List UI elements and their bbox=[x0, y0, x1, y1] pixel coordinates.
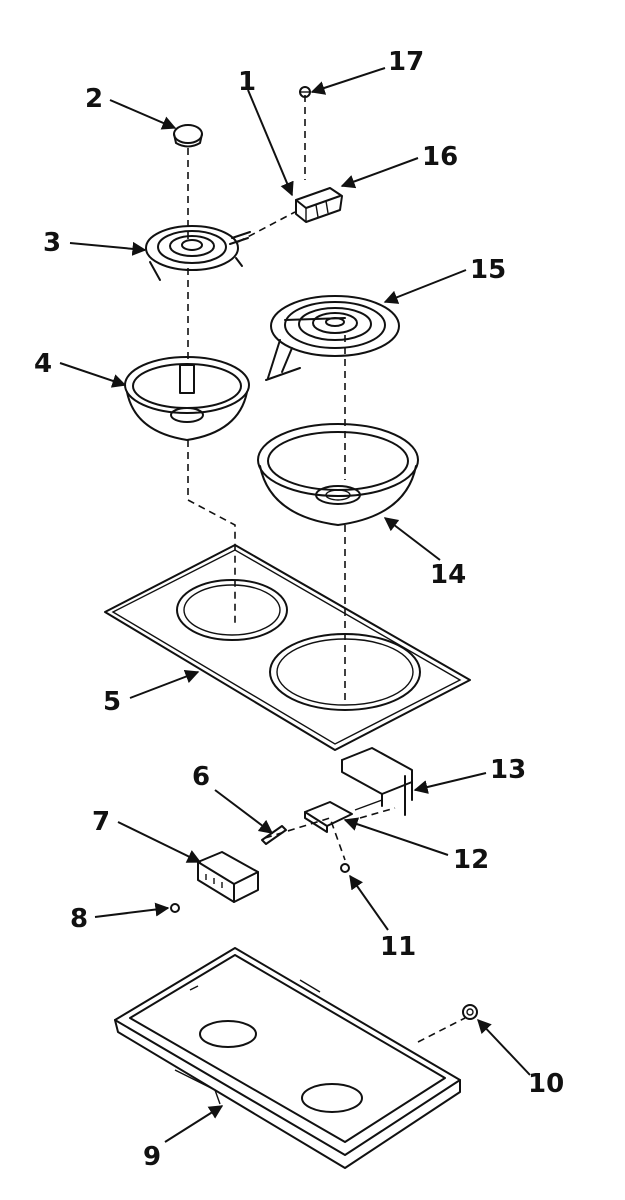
part-4-small-drip-bowl bbox=[124, 356, 250, 441]
callout-6: 6 bbox=[192, 762, 210, 792]
part-15-large-element bbox=[265, 295, 400, 381]
part-3-small-element bbox=[145, 225, 251, 281]
callout-1: 1 bbox=[238, 67, 256, 97]
part-12-bracket-plate bbox=[304, 801, 353, 833]
part-17-screw bbox=[299, 86, 311, 98]
part-14-large-drip-bowl bbox=[257, 423, 419, 526]
callout-5: 5 bbox=[103, 687, 121, 717]
callout-2: 2 bbox=[85, 84, 103, 114]
callout-17: 17 bbox=[388, 47, 424, 77]
callout-8: 8 bbox=[70, 904, 88, 934]
callout-labels: 1 2 3 4 5 6 7 8 9 10 11 12 13 14 15 16 1… bbox=[34, 47, 564, 1172]
callout-13: 13 bbox=[490, 755, 526, 785]
part-13-mounting-bracket bbox=[341, 747, 413, 816]
part-16-terminal-block bbox=[295, 187, 343, 223]
part-5-top-panel bbox=[104, 544, 471, 751]
part-10-screw bbox=[462, 1004, 478, 1020]
callout-15: 15 bbox=[470, 255, 506, 285]
part-2-cap bbox=[173, 124, 203, 148]
callout-11: 11 bbox=[380, 932, 416, 962]
callout-9: 9 bbox=[143, 1142, 161, 1172]
part-9-bottom-tray bbox=[114, 947, 461, 1169]
callout-4: 4 bbox=[34, 349, 52, 379]
callout-7: 7 bbox=[92, 807, 110, 837]
part-7-terminal-block bbox=[197, 851, 259, 903]
callout-16: 16 bbox=[422, 142, 458, 172]
leader-arrows bbox=[59, 67, 531, 1143]
part-6-clip bbox=[261, 825, 287, 845]
assembly-lines bbox=[187, 95, 466, 1043]
part-11-screw bbox=[340, 863, 350, 873]
callout-10: 10 bbox=[528, 1069, 564, 1099]
callout-14: 14 bbox=[430, 560, 466, 590]
callout-12: 12 bbox=[453, 845, 489, 875]
part-8-screw bbox=[170, 903, 180, 913]
callout-3: 3 bbox=[43, 228, 61, 258]
